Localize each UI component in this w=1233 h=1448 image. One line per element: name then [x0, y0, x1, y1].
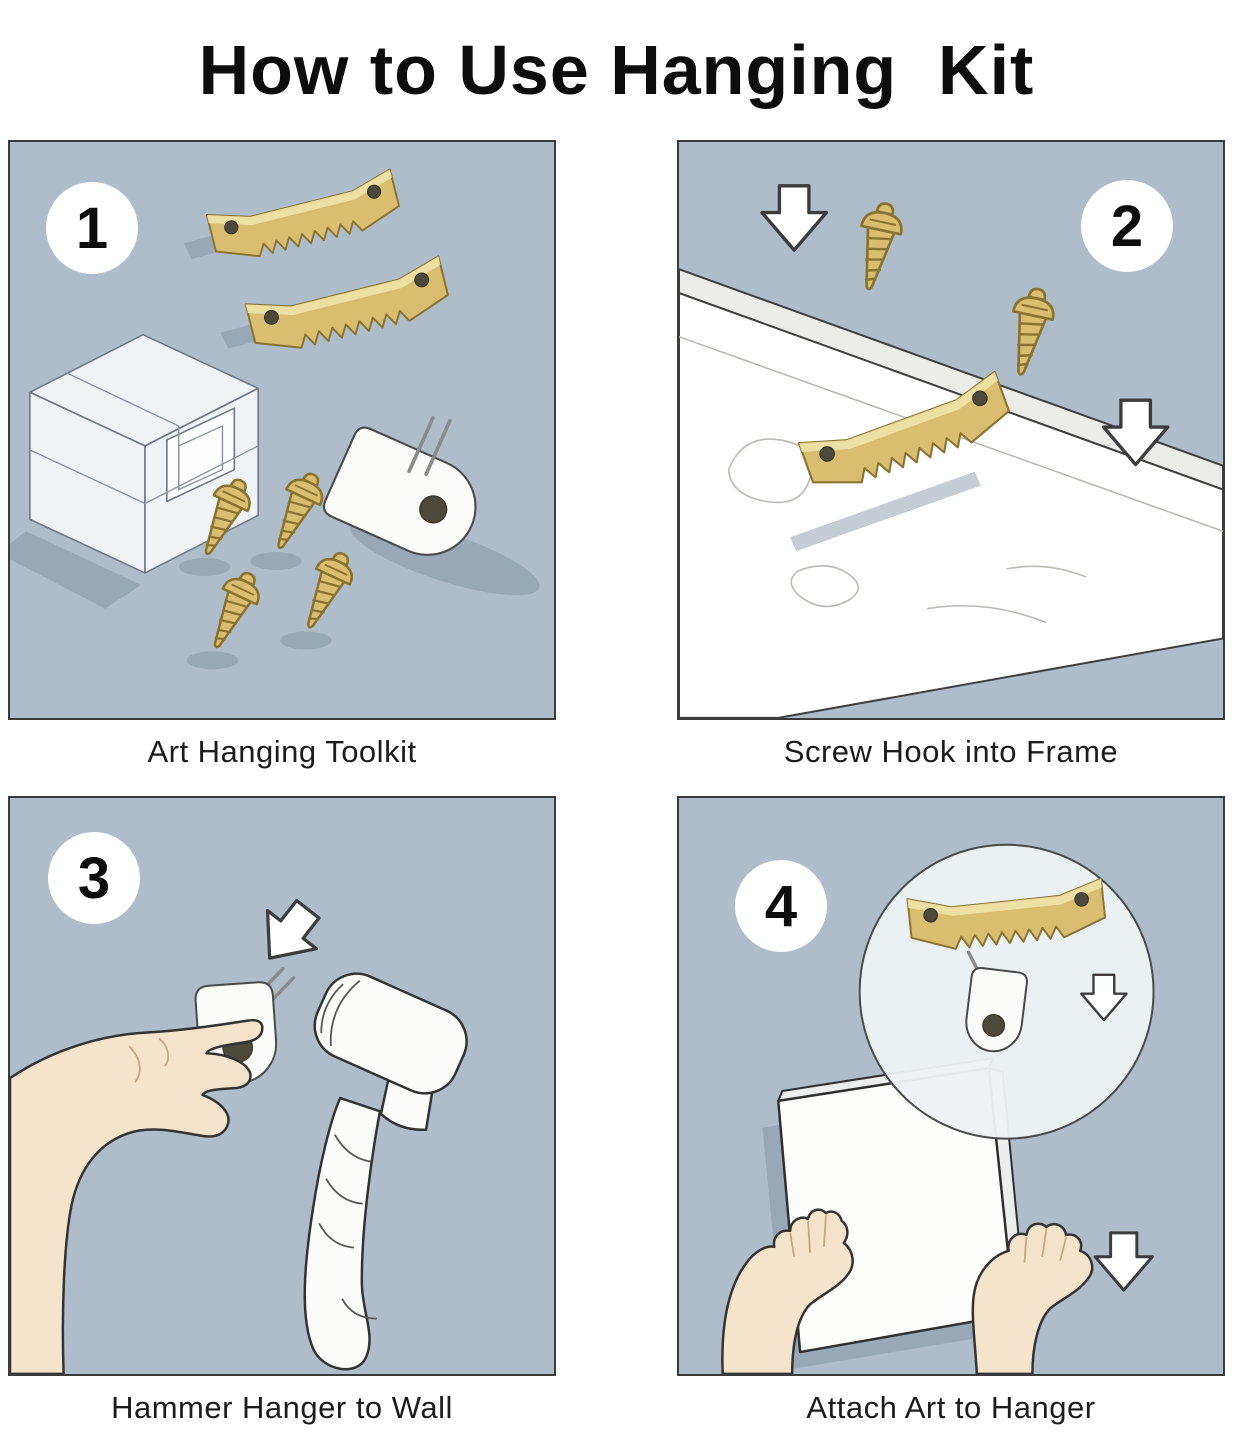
- step-number-badge-4: 4: [735, 860, 827, 952]
- down-arrow-icon: [760, 184, 828, 252]
- screw-shadow: [186, 651, 239, 670]
- step-number-text: 3: [77, 845, 111, 911]
- step-illustration-attach: [721, 843, 1155, 1374]
- down-left-arrow-icon: [243, 888, 334, 979]
- page-title: How to Use Hanging Kit: [198, 31, 1035, 109]
- screw: [261, 465, 332, 557]
- screw-shadow: [280, 631, 332, 650]
- step-caption-2: Screw Hook into Frame: [783, 734, 1119, 769]
- screw: [197, 564, 269, 657]
- right-hand: [971, 1222, 1094, 1374]
- step-number-badge-3: 3: [48, 832, 140, 924]
- step-1: 1 Art Hanging Toolkit: [8, 140, 556, 770]
- frame-molding: [679, 268, 1223, 718]
- step-3: 3 Hammer Hanger to Wall: [8, 796, 556, 1426]
- step-panel-1: 1: [8, 140, 556, 720]
- step-number-badge-1: 1: [46, 182, 138, 274]
- down-arrow-icon: [1093, 1231, 1154, 1292]
- step-number-badge-2: 2: [1081, 180, 1173, 272]
- step-illustration-frame: [679, 184, 1223, 718]
- step-caption-3: Hammer Hanger to Wall: [111, 1390, 453, 1425]
- step-panel-3: 3: [8, 796, 556, 1376]
- step-caption-1: Art Hanging Toolkit: [147, 734, 417, 769]
- sawtooth-hanger: [205, 168, 404, 268]
- screw: [291, 544, 362, 637]
- step-number-text: 2: [1110, 193, 1144, 259]
- wall-hook: [318, 386, 509, 572]
- step-caption-4: Attach Art to Hanger: [806, 1390, 1096, 1425]
- step-panel-4: 4: [677, 796, 1225, 1376]
- step-number-text: 4: [764, 873, 798, 939]
- box-shadow: [10, 531, 142, 609]
- screw: [847, 198, 908, 295]
- step-4: 4 Attach Art to Hanger: [677, 796, 1225, 1426]
- sawtooth-hanger: [244, 255, 453, 360]
- screw: [999, 283, 1060, 380]
- step-panel-2: 2: [677, 140, 1225, 720]
- hammer: [303, 972, 468, 1371]
- step-illustration-toolkit: [10, 168, 540, 670]
- screw-shadow: [250, 552, 302, 570]
- step-illustration-hammer: [10, 888, 468, 1374]
- step-2: 2 Screw Hook into Frame: [677, 140, 1225, 770]
- steps-grid: 1 Art Hanging Toolkit: [0, 140, 1233, 1426]
- step-number-text: 1: [75, 195, 109, 261]
- wall-hook: [965, 950, 1028, 1053]
- storage-box: [29, 333, 259, 574]
- hanger-shadow: [790, 471, 981, 552]
- page-header: How to Use Hanging Kit: [0, 0, 1233, 140]
- left-hand: [721, 1208, 854, 1374]
- screw-shadow: [178, 558, 231, 576]
- magnifier-circle: [858, 843, 1155, 1140]
- hand: [10, 1018, 264, 1374]
